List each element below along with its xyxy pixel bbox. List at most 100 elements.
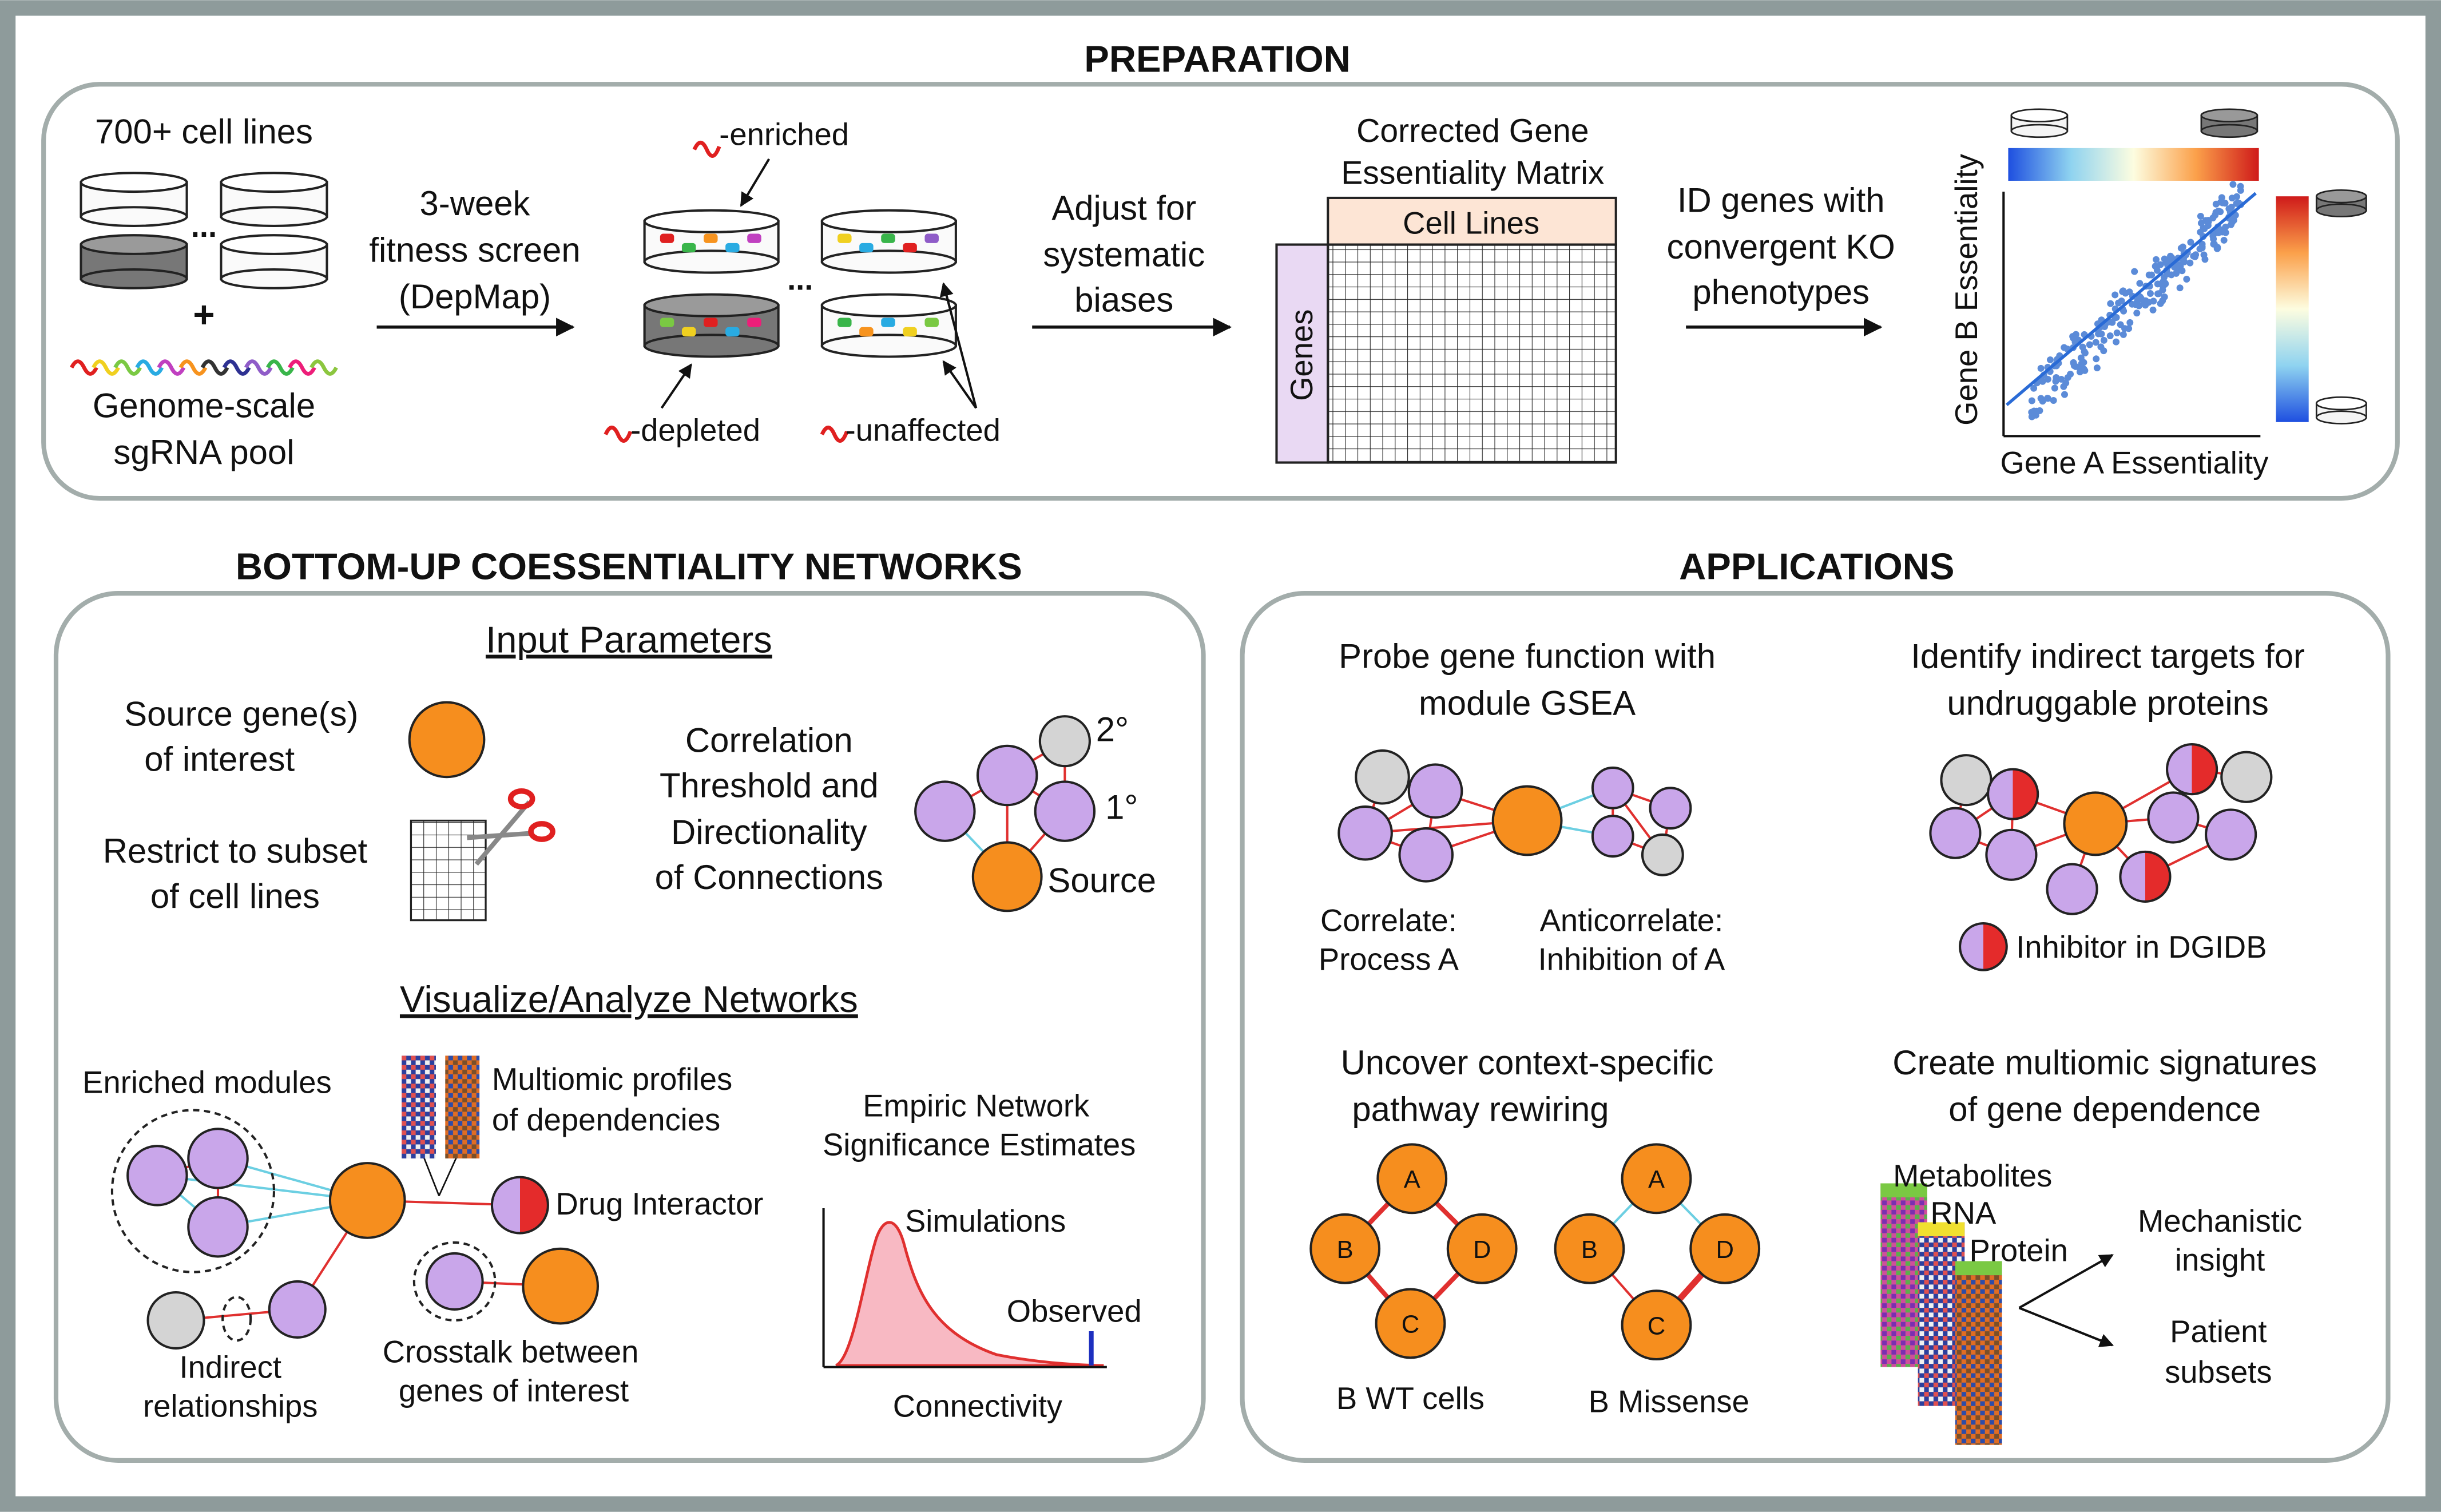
screen-label-3: (DepMap): [399, 277, 551, 316]
scatter-dot: [2113, 338, 2120, 346]
connectivity-label: Connectivity: [893, 1389, 1063, 1424]
source-gene-node: [408, 701, 486, 779]
wt-node-c: C: [1402, 1311, 1419, 1339]
dish: [80, 234, 188, 289]
scatter-dot: [2148, 271, 2156, 279]
scatter-dot: [2149, 306, 2157, 313]
preparation-title: PREPARATION: [1084, 38, 1351, 80]
scatter-dot: [2187, 239, 2194, 246]
correlate-label-2: Process A: [1319, 942, 1459, 977]
enriched-squiggle: [692, 141, 721, 158]
multiomic-heatmap-icon: [402, 1055, 480, 1158]
scatter-dot: [2030, 384, 2038, 392]
scatter-dot: [2136, 280, 2144, 287]
enriched-pointer: [740, 158, 771, 207]
scatter-dot: [2218, 194, 2225, 201]
scatter-dot: [2070, 360, 2077, 367]
correlation-label-2: Threshold and: [660, 767, 879, 805]
id-label-3: phenotypes: [1692, 273, 1870, 311]
unaffected-squiggle: [820, 426, 849, 443]
patient-label-2: subsets: [2165, 1355, 2272, 1390]
scatter-dot: [2237, 186, 2244, 194]
scatter-dot: [2036, 407, 2043, 414]
probe-label-1: Probe gene function with: [1339, 637, 1716, 676]
druggable-network: [1929, 743, 2273, 915]
metabolites-label: Metabolites: [1893, 1158, 2052, 1193]
scatter-dot: [2177, 244, 2185, 252]
id-label-2: convergent KO: [1667, 228, 1895, 266]
scatter-dot: [2119, 287, 2127, 295]
input-parameters-header: Input Parameters: [486, 619, 772, 661]
second-degree-label: 2°: [1096, 711, 1129, 749]
wt-node-a: A: [1404, 1166, 1420, 1194]
screened-dish-ellipsis: ...: [787, 261, 813, 296]
scatter-dot: [2051, 384, 2058, 392]
scatter-dot: [2220, 236, 2228, 244]
scatter-dot: [2165, 257, 2173, 265]
dish-ellipsis: ...: [191, 209, 217, 244]
anticorrelate-label-2: Inhibition of A: [1538, 942, 1725, 977]
restrict-label-1: Restrict to subset: [103, 832, 368, 870]
scatter-dot: [2081, 349, 2089, 356]
sgrna-squiggles: [70, 359, 338, 376]
scatter-figure: Gene A Essentiality Gene B Essentiality: [1949, 108, 2367, 481]
scatter-x-label: Gene A Essentiality: [2001, 446, 2269, 481]
scatter-dot: [2092, 339, 2099, 346]
visualize-header: Visualize/Analyze Networks: [400, 978, 858, 1020]
scatter-dot: [2032, 411, 2039, 419]
scatter-dot: [2142, 301, 2149, 309]
dish: [80, 172, 188, 227]
scatter-dot: [2037, 364, 2045, 372]
scatter-dot: [2197, 213, 2204, 220]
scatter-dot: [2153, 267, 2161, 274]
protein-label: Protein: [1969, 1233, 2067, 1268]
degree-network: [914, 715, 1096, 912]
id-label-1: ID genes with: [1677, 181, 1885, 219]
scatter-dot: [2131, 268, 2138, 275]
patient-arrow: [2018, 1307, 2114, 1347]
identify-label-1: Identify indirect targets for: [1911, 637, 2305, 676]
simulations-label: Simulations: [905, 1204, 1066, 1239]
scatter-dot: [2086, 341, 2093, 348]
gsea-network: [1337, 749, 1692, 883]
dish-icon-dark: [2200, 108, 2259, 138]
scatter-dot: [2093, 364, 2101, 372]
scatter-dot: [2159, 287, 2166, 294]
wt-node-b: B: [1337, 1236, 1354, 1264]
matrix-grid: [1327, 243, 1617, 464]
dish: [220, 172, 328, 227]
adjust-label-1: Adjust for: [1051, 189, 1196, 227]
scatter-dot: [2044, 395, 2051, 402]
scatter-dot: [2100, 347, 2107, 355]
scatter-dot: [2050, 396, 2057, 404]
dish-icon-light: [2010, 108, 2069, 138]
scatter-dot: [2198, 244, 2206, 252]
scatter-dot: [2201, 256, 2209, 263]
crosstalk-label-2: genes of interest: [399, 1373, 629, 1408]
scatter-dot: [2153, 256, 2160, 263]
correlation-label-3: Directionality: [671, 813, 867, 851]
adjust-label-2: systematic: [1043, 236, 1205, 274]
rna-label: RNA: [1930, 1196, 1997, 1231]
matrix-cell-lines-header: [1327, 196, 1617, 246]
scatter-dot: [2228, 195, 2236, 202]
unaffected-pointer-1: [939, 282, 978, 408]
depleted-squiggle: [604, 426, 633, 443]
unaffected-pointer-2: [942, 360, 977, 409]
colored-cells: [660, 233, 939, 337]
scatter-dot: [2126, 288, 2133, 296]
enriched-label: -enriched: [719, 117, 849, 152]
correlation-label-1: Correlation: [685, 721, 853, 760]
screen-label-2: fitness screen: [369, 231, 580, 269]
create-label-1: Create multiomic signatures: [1892, 1043, 2317, 1082]
correlation-label-4: of Connections: [655, 858, 883, 896]
scatter-y-label: Gene B Essentiality: [1949, 153, 1984, 426]
scatter-dot: [2215, 229, 2222, 236]
plus-sign: +: [193, 293, 215, 335]
scatter-dot: [2106, 332, 2114, 340]
scatter-dot: [2168, 271, 2175, 279]
scatter-dot: [2100, 336, 2107, 344]
adjust-label-3: biases: [1074, 281, 1173, 319]
depleted-label: -depleted: [630, 412, 760, 447]
missense-node-a: A: [1648, 1166, 1665, 1194]
